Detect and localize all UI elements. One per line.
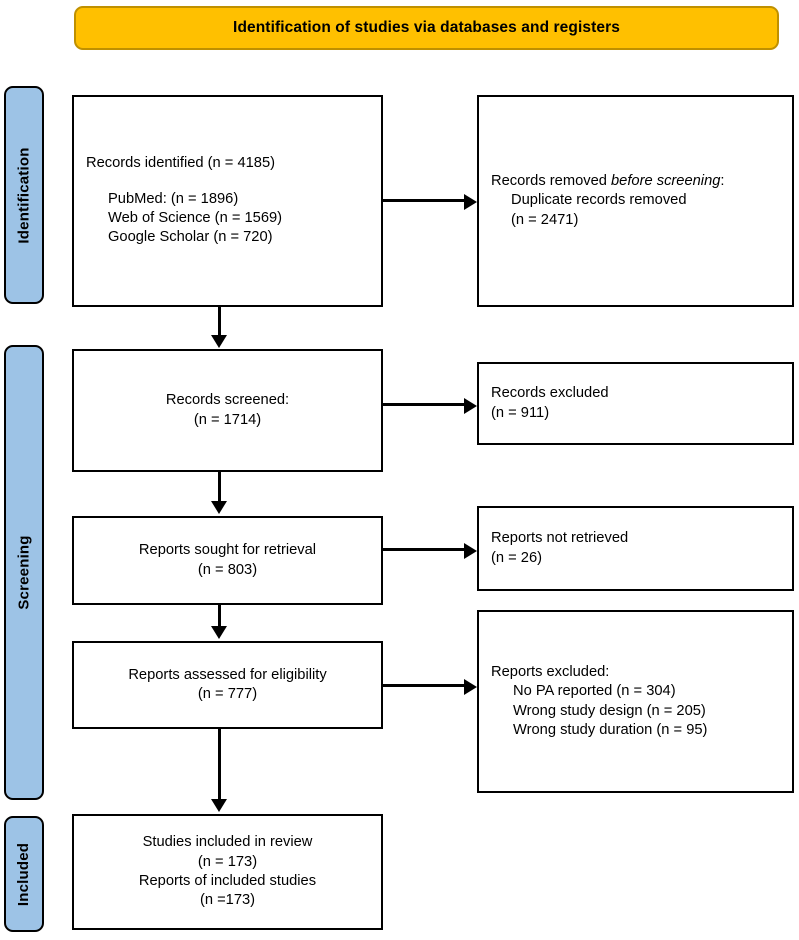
reports-included-label: Reports of included studies <box>138 873 317 889</box>
arrowhead-right-icon <box>464 543 477 559</box>
connector-assessed-to-reports-excluded <box>383 684 467 687</box>
reports-excluded-reason-no-pa: No PA reported (n = 304) <box>513 683 676 700</box>
records-identified-source-google-scholar: Google Scholar (n = 720) <box>108 229 273 246</box>
node-reports-assessed: Reports assessed for eligibility (n = 77… <box>72 641 383 729</box>
connector-screened-to-excluded <box>383 403 467 406</box>
arrowhead-down-icon <box>211 501 227 514</box>
records-removed-heading-prefix: Records removed <box>491 172 611 189</box>
stage-label-screening-text: Screening <box>15 535 33 610</box>
reports-not-retrieved-count: (n = 26) <box>491 549 543 566</box>
reports-sought-count: (n = 803) <box>197 561 258 578</box>
records-removed-heading-suffix: : <box>720 172 725 189</box>
connector-identified-to-removed <box>383 199 467 202</box>
connector-identified-to-screened <box>218 307 221 337</box>
connector-sought-to-assessed <box>218 605 221 628</box>
reports-excluded-heading: Reports excluded: <box>491 663 610 680</box>
node-studies-included: Studies included in review (n = 173) Rep… <box>72 814 383 930</box>
studies-included-label: Studies included in review <box>142 834 313 851</box>
reports-sought-label: Reports sought for retrieval <box>138 542 317 559</box>
reports-assessed-label: Reports assessed for eligibility <box>128 666 327 683</box>
arrowhead-down-icon <box>211 799 227 812</box>
records-screened-label: Records screened: <box>165 392 290 409</box>
reports-not-retrieved-label: Reports not retrieved <box>491 530 629 547</box>
records-removed-duplicates: Duplicate records removed <box>511 192 687 209</box>
reports-assessed-count: (n = 777) <box>197 686 258 702</box>
records-screened-count: (n = 1714) <box>193 411 262 428</box>
node-records-excluded: Records excluded (n = 911) <box>477 362 794 445</box>
reports-included-count: (n =173) <box>199 892 256 909</box>
records-removed-heading: Records removed before screening: <box>491 172 780 191</box>
node-records-identified: Records identified (n = 4185) PubMed: (n… <box>72 95 383 307</box>
records-identified-source-web-of-science: Web of Science (n = 1569) <box>108 210 283 226</box>
reports-excluded-reason-wrong-duration: Wrong study duration (n = 95) <box>513 721 708 738</box>
arrowhead-down-icon <box>211 335 227 348</box>
node-records-removed: Records removed before screening: Duplic… <box>477 95 794 307</box>
stage-label-screening: Screening <box>4 345 44 800</box>
records-removed-heading-italic: before screening <box>611 172 721 189</box>
connector-sought-to-not-retrieved <box>383 548 467 551</box>
node-reports-sought: Reports sought for retrieval (n = 803) <box>72 516 383 605</box>
records-excluded-count: (n = 911) <box>491 404 550 421</box>
records-excluded-label: Records excluded <box>491 385 609 402</box>
records-identified-total: Records identified (n = 4185) <box>86 155 276 172</box>
stage-label-included-text: Included <box>15 842 33 906</box>
node-reports-excluded: Reports excluded: No PA reported (n = 30… <box>477 610 794 793</box>
stage-label-included: Included <box>4 816 44 932</box>
stage-label-identification: Identification <box>4 86 44 304</box>
connector-screened-to-sought <box>218 472 221 502</box>
records-removed-count: (n = 2471) <box>511 211 579 228</box>
node-records-screened: Records screened: (n = 1714) <box>72 349 383 472</box>
arrowhead-right-icon <box>464 398 477 414</box>
stage-label-identification-text: Identification <box>15 146 33 244</box>
arrowhead-right-icon <box>464 679 477 695</box>
studies-included-count: (n = 173) <box>197 853 258 870</box>
arrowhead-down-icon <box>211 626 227 639</box>
reports-excluded-reason-wrong-design: Wrong study design (n = 205) <box>513 702 706 719</box>
arrowhead-right-icon <box>464 194 477 210</box>
diagram-header-banner: Identification of studies via databases … <box>74 6 779 50</box>
node-reports-not-retrieved: Reports not retrieved (n = 26) <box>477 506 794 591</box>
diagram-title: Identification of studies via databases … <box>233 19 620 37</box>
records-identified-source-pubmed: PubMed: (n = 1896) <box>108 190 239 207</box>
connector-assessed-to-included <box>218 729 221 801</box>
